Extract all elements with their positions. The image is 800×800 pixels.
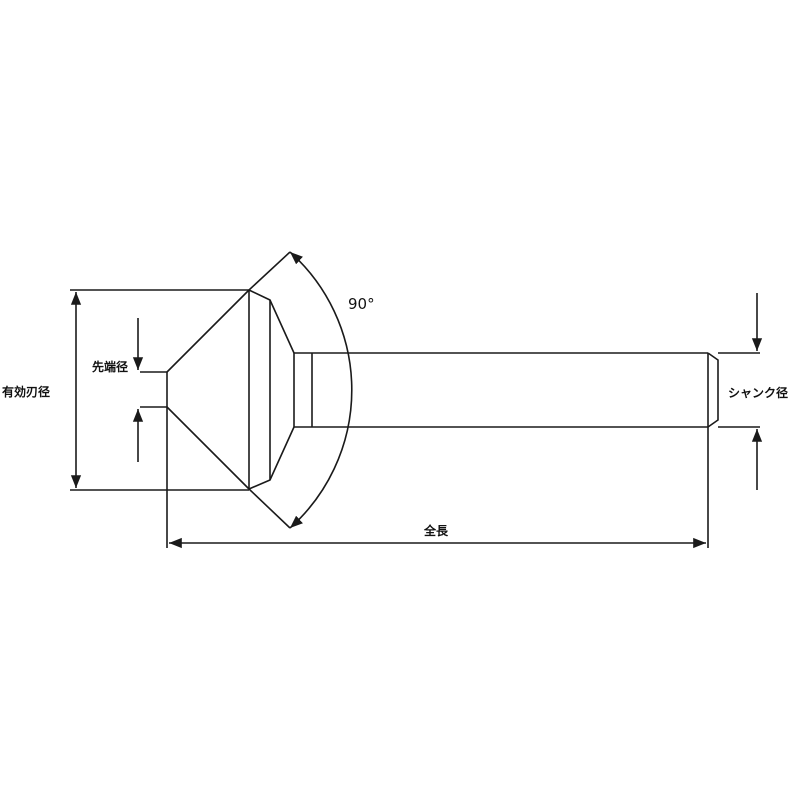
angle-label: 90° bbox=[348, 295, 375, 313]
angle-dimension bbox=[248, 251, 353, 529]
shank-diameter-label: シャンク径 bbox=[728, 386, 789, 400]
effective-diameter-dimension bbox=[70, 289, 249, 491]
tool-outline bbox=[166, 289, 719, 490]
overall-length-label: 全長 bbox=[424, 524, 449, 538]
overall-length-dimension bbox=[166, 407, 709, 549]
tip-diameter-label: 先端径 bbox=[92, 360, 129, 374]
shank-diameter-dimension bbox=[718, 293, 763, 490]
effective-diameter-label: 有効刃径 bbox=[2, 385, 51, 399]
tip-diameter-dimension bbox=[132, 318, 167, 462]
